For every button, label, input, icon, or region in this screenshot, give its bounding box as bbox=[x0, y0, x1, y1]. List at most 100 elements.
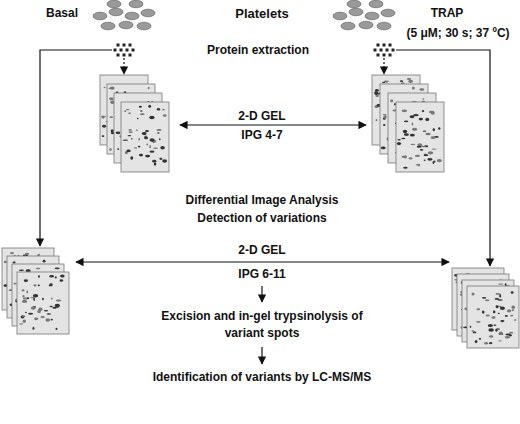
gel-spot bbox=[101, 116, 106, 118]
gel-spot bbox=[431, 136, 436, 139]
protein-extract bbox=[374, 44, 395, 57]
gel-spot bbox=[376, 119, 378, 121]
gel-spot bbox=[409, 157, 413, 159]
gel-spot bbox=[22, 300, 27, 302]
protein-dot bbox=[114, 49, 117, 52]
gel-spot bbox=[51, 319, 53, 321]
gel-spot bbox=[403, 130, 407, 134]
gel-spot bbox=[499, 331, 503, 334]
gel-spot bbox=[109, 116, 113, 118]
gel-spot bbox=[23, 298, 29, 300]
protein-dot bbox=[389, 44, 392, 47]
platelet bbox=[129, 0, 143, 8]
gel-spot bbox=[145, 155, 150, 158]
gel-spot bbox=[509, 332, 513, 334]
gel-spot bbox=[149, 116, 154, 119]
gel-spot bbox=[427, 158, 432, 161]
gel-spot bbox=[28, 313, 33, 315]
gel-spot bbox=[498, 340, 501, 341]
gel-spot bbox=[412, 128, 417, 131]
gel-spot bbox=[139, 106, 142, 108]
gel-spot bbox=[489, 342, 492, 344]
figure-label: 2-D GEL bbox=[238, 108, 285, 125]
gel-spot bbox=[145, 130, 149, 132]
gel-spot bbox=[505, 336, 510, 338]
platelet bbox=[347, 0, 361, 8]
gel-spot bbox=[104, 87, 106, 88]
protein-dot bbox=[389, 54, 392, 57]
gel-spot bbox=[130, 156, 133, 160]
protein-dot bbox=[386, 49, 389, 52]
gel-image bbox=[121, 102, 169, 172]
gel-spot bbox=[402, 109, 408, 112]
gel-spot bbox=[411, 144, 416, 145]
gel-spot bbox=[152, 160, 156, 163]
gel-spot bbox=[45, 318, 50, 321]
gel-spot bbox=[425, 118, 429, 121]
gel-spot bbox=[413, 114, 418, 116]
flow-arrow bbox=[261, 347, 262, 364]
protein-extract bbox=[114, 44, 135, 57]
gel-spot bbox=[493, 325, 496, 326]
protein-dot bbox=[132, 49, 135, 52]
gel-spot bbox=[491, 316, 495, 319]
gel-spot bbox=[500, 306, 505, 310]
gel-spot bbox=[60, 279, 64, 282]
gel-spot bbox=[408, 80, 413, 83]
platelet-cluster bbox=[333, 0, 395, 30]
platelet bbox=[141, 9, 155, 17]
gel-spot bbox=[22, 315, 26, 317]
gel-spot bbox=[128, 113, 131, 114]
gel-spot bbox=[38, 284, 40, 286]
gel-image bbox=[467, 286, 519, 348]
gel-spot bbox=[49, 275, 54, 277]
gel-spot bbox=[429, 111, 434, 114]
gel-spot bbox=[434, 160, 436, 162]
flow-arrow bbox=[76, 261, 449, 262]
gel-spot bbox=[148, 105, 151, 108]
platelet bbox=[109, 8, 123, 16]
gel-spot bbox=[159, 138, 161, 140]
gel-spot bbox=[102, 135, 105, 137]
gel-spot bbox=[415, 155, 420, 157]
platelet bbox=[359, 21, 373, 29]
platelet bbox=[369, 0, 383, 8]
gel-spot bbox=[397, 139, 401, 140]
gel-spot bbox=[419, 88, 424, 90]
figure-label: Basal bbox=[46, 5, 78, 22]
gel-stack bbox=[372, 75, 444, 172]
gel-spot bbox=[148, 87, 150, 89]
gel-spot bbox=[422, 98, 424, 100]
protein-dot bbox=[117, 44, 120, 47]
gel-spot bbox=[36, 268, 41, 269]
figure-label: Differential Image Analysis bbox=[186, 192, 339, 209]
gel-spot bbox=[493, 311, 496, 314]
gel-spot bbox=[34, 317, 38, 320]
gel-spot bbox=[514, 319, 517, 320]
gel-spot bbox=[126, 149, 130, 152]
gel-spot bbox=[23, 320, 26, 323]
gel-spot bbox=[110, 86, 115, 89]
gel-spot bbox=[27, 297, 29, 299]
platelet bbox=[377, 22, 391, 30]
gel-spot bbox=[55, 304, 60, 307]
gel-spot bbox=[149, 138, 154, 141]
gel-spot bbox=[486, 315, 490, 317]
gel-spot bbox=[499, 294, 501, 297]
gel-spot bbox=[157, 132, 159, 133]
gel-spot bbox=[498, 283, 503, 284]
gel-spot bbox=[438, 127, 440, 129]
gel-spot bbox=[428, 151, 434, 154]
gel-spot bbox=[485, 299, 490, 301]
protein-dot bbox=[117, 54, 120, 57]
gel-spot bbox=[495, 329, 497, 332]
gel-spot bbox=[424, 154, 429, 156]
gel-spot bbox=[126, 109, 130, 110]
gel-spot bbox=[162, 159, 167, 162]
gel-spot bbox=[123, 140, 128, 141]
gel-spot bbox=[432, 148, 437, 149]
gel-spot bbox=[152, 118, 154, 119]
gel-spot bbox=[138, 146, 141, 148]
protein-dot bbox=[123, 54, 126, 57]
